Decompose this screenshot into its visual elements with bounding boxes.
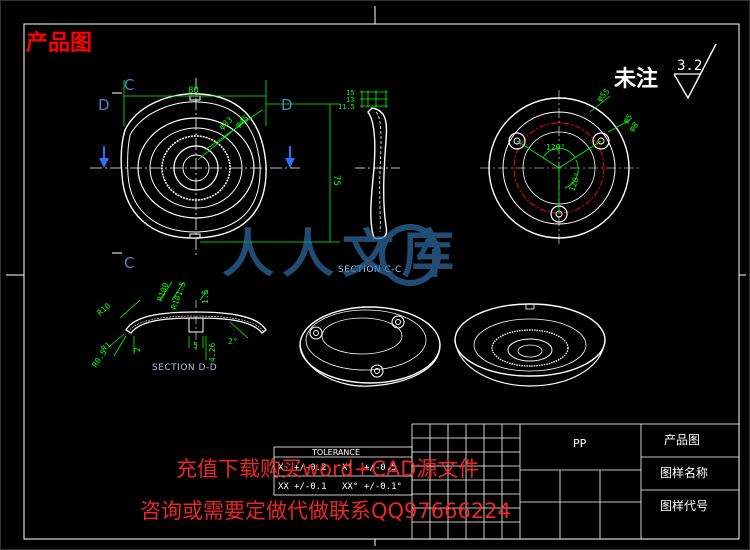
dim-dd-426: 4.26 xyxy=(208,343,217,362)
dim-height-75: 75 xyxy=(331,175,341,186)
tolerance-title: TOLERANCE xyxy=(311,448,360,457)
dim-view-b-angle-b: 120° xyxy=(567,172,582,193)
roughness-note: 未注 3.2 xyxy=(614,43,717,100)
title-block: PP 产品图 图样名称 图样代号 xyxy=(411,423,740,540)
tolerance-r1-c2: XX° xyxy=(342,482,358,492)
watermark-text: 人人文库 xyxy=(222,225,462,285)
section-d-d-profile xyxy=(125,311,267,334)
roughness-note-label: 未注 xyxy=(614,66,658,92)
promo-line-2: 咨询或需要定做代做联系QQ97666224 xyxy=(140,499,511,523)
tolerance-r1-c0: XX xyxy=(278,482,289,492)
dim-dd-r1015: R101.5 xyxy=(169,280,187,310)
title-block-name-label: 图样名称 xyxy=(660,465,708,480)
title-block-code-label: 图样代号 xyxy=(660,498,708,513)
view-a-outer-contour xyxy=(120,93,267,239)
tolerance-r1-c3: +/-0.1° xyxy=(364,482,402,492)
dim-section-cc-115: 11.5 xyxy=(338,103,355,111)
dim-dd-r100: R100 xyxy=(155,281,170,302)
tolerance-r0-c1: +/-0.2 xyxy=(294,463,327,473)
dim-section-cc-13: 13 xyxy=(346,96,354,104)
dim-dd-r10: R10 xyxy=(96,301,113,317)
watermark-logo-icon xyxy=(379,224,441,286)
section-c-c-profile xyxy=(367,107,388,240)
iso-view-front xyxy=(454,303,606,387)
tolerance-r0-c3: +/-0.5 xyxy=(364,463,397,473)
view-b: φ55 φ5 φ8 120° 120° xyxy=(480,87,640,245)
title-block-material: PP xyxy=(573,437,587,450)
roughness-symbol-icon xyxy=(673,43,717,100)
dim-dd-5: 5 xyxy=(193,341,198,350)
tolerance-table: TOLERANCE X +/-0.2 X° +/-0.5 XX +/-0.1 X… xyxy=(273,446,413,496)
title-block-product-label: 产品图 xyxy=(664,433,700,447)
section-c-c: 15 13 11.5 SECTION C-C xyxy=(338,89,402,275)
tolerance-r0-c0: X xyxy=(278,463,284,473)
section-mark-d-left: D xyxy=(98,96,110,114)
section-c-c-label: SECTION C-C xyxy=(338,265,402,275)
dim-width-80: 80 xyxy=(188,86,199,96)
dim-view-b-angle-a: 120° xyxy=(546,143,565,152)
dim-view-b-dia55: φ55 xyxy=(595,87,612,104)
tolerance-r0-c2: X° xyxy=(342,463,353,473)
section-d-d-label: SECTION D-D xyxy=(152,363,217,373)
dim-dd-2: 2 xyxy=(133,347,142,352)
tolerance-r1-c1: +/-0.1 xyxy=(294,482,327,492)
section-mark-c-top: C xyxy=(124,76,134,94)
view-a: 80 φ33 φ45 75 C C D D xyxy=(90,76,341,272)
iso-view-back xyxy=(299,306,441,387)
roughness-value: 3.2 xyxy=(677,58,702,74)
promo-line-1: 充值下载购买word+CAD源文件 xyxy=(176,457,479,481)
section-mark-c-bottom: C xyxy=(124,254,134,272)
section-mark-d-right: D xyxy=(281,96,293,114)
drawing-title: 产品图 xyxy=(26,31,92,56)
dim-dd-15: 1.5 xyxy=(201,289,210,304)
watermark: 人人文库 xyxy=(222,224,462,286)
section-d-d: R10 R100 R101.5 1.5 R1 R0.5 2 5 4.26 2° … xyxy=(90,280,267,373)
dim-section-cc-15: 15 xyxy=(346,89,354,97)
dim-dd-2deg: 2° xyxy=(228,337,238,346)
